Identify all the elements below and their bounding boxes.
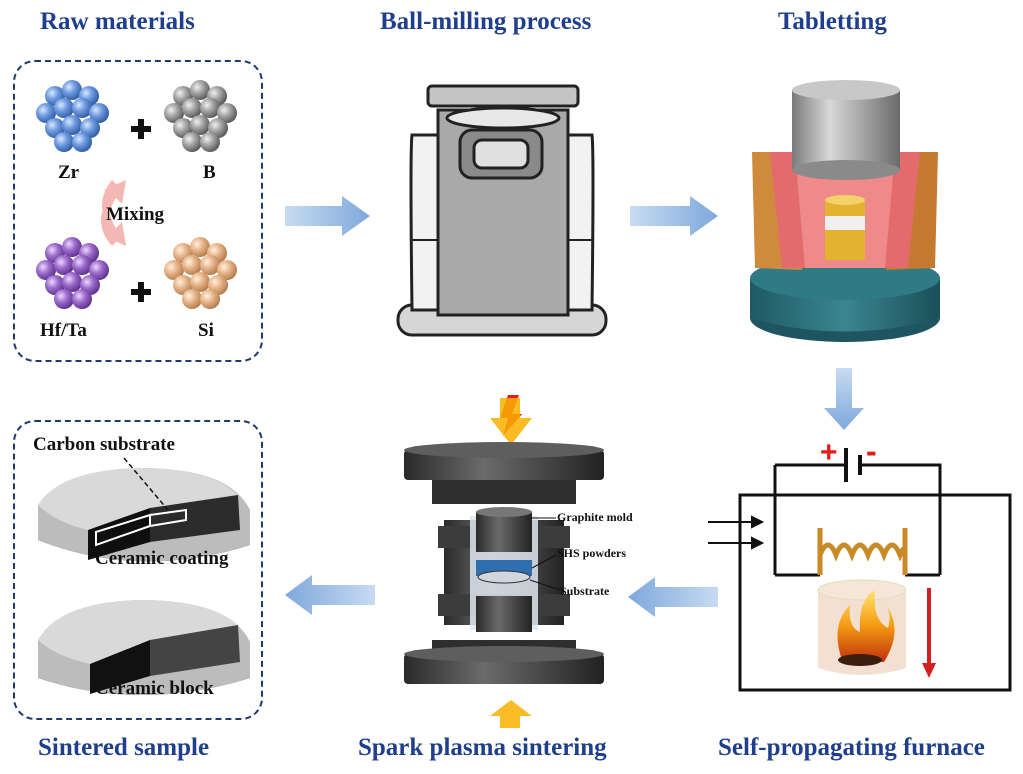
zr-label: Zr xyxy=(58,162,80,183)
carbon-substrate-label: Carbon substrate xyxy=(33,434,175,455)
heating-coil-icon xyxy=(817,528,908,575)
ceramic-coating-label: Ceramic coating xyxy=(95,548,229,569)
sps-apparatus xyxy=(404,395,604,728)
battery-minus: - xyxy=(866,433,877,469)
ceramic-block-icon xyxy=(38,600,250,695)
down-arrow-red xyxy=(922,588,936,678)
raw-materials-panel xyxy=(13,60,263,362)
arrow-down xyxy=(824,368,864,430)
bottom-force-arrow xyxy=(490,700,532,728)
stage-title-raw-materials: Raw materials xyxy=(40,8,195,35)
arrow-right-2 xyxy=(630,196,718,236)
mixing-label: Mixing xyxy=(106,204,165,225)
shs-furnace-circuit xyxy=(738,448,1012,692)
input-arrows xyxy=(708,515,765,550)
si-label: Si xyxy=(198,320,214,341)
stage-title-tabletting: Tabletting xyxy=(778,8,887,35)
coated-sample-icon xyxy=(38,457,250,562)
shs-powders-label: SHS powders xyxy=(557,546,627,560)
sintered-sample-panel xyxy=(13,420,263,720)
stage-title-self-propagating: Self-propagating furnace xyxy=(718,734,985,761)
arrow-left-1 xyxy=(628,577,718,617)
substrate-label: Substrate xyxy=(560,584,610,598)
arrow-left-2 xyxy=(285,575,375,615)
hfta-label: Hf/Ta xyxy=(40,320,87,341)
zr-atom-cluster xyxy=(36,80,109,152)
mixing-cycle-icon xyxy=(101,180,126,246)
burning-sample-icon xyxy=(817,579,907,675)
plus-icon xyxy=(131,119,151,302)
battery-plus: + xyxy=(820,436,838,469)
top-force-arrow xyxy=(490,398,532,445)
ball-mill-jar xyxy=(396,84,608,337)
stage-title-spark-plasma: Spark plasma sintering xyxy=(358,734,607,761)
arrow-right-1 xyxy=(285,196,370,236)
b-label: B xyxy=(203,162,216,183)
tabletting-die xyxy=(750,80,940,342)
ceramic-block-label: Ceramic block xyxy=(95,678,214,699)
graphite-mold-label: Graphite mold xyxy=(557,510,633,524)
stage-title-ball-milling: Ball-milling process xyxy=(380,8,592,35)
stage-title-sintered-sample: Sintered sample xyxy=(38,734,210,761)
hfta-atom-cluster xyxy=(36,237,109,309)
si-atom-cluster xyxy=(164,237,237,309)
b-atom-cluster xyxy=(164,80,237,152)
